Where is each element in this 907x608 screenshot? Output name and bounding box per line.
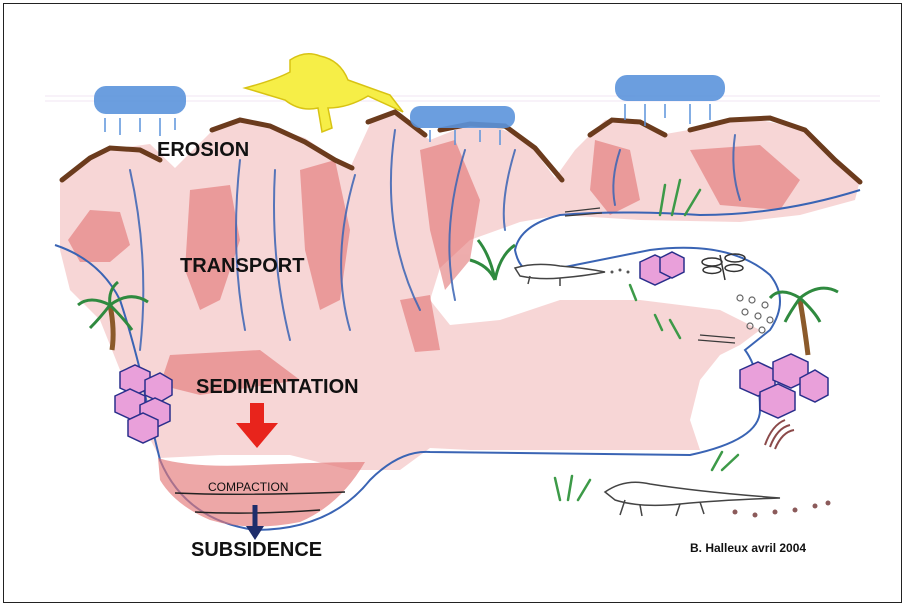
label-subsidence: SUBSIDENCE [191, 540, 322, 560]
dragonfly [702, 254, 745, 280]
reptile-upper [515, 264, 605, 286]
reptile-lower [605, 482, 780, 516]
author-signature: B. Halleux avril 2004 [690, 542, 806, 554]
footprints [733, 501, 831, 518]
label-erosion: EROSION [157, 140, 249, 160]
crystals-right [740, 354, 828, 418]
small-plant-near-transport [470, 240, 515, 280]
label-compaction: COMPACTION [208, 481, 288, 493]
label-sedimentation: SEDIMENTATION [196, 377, 359, 397]
crystals-upper [640, 252, 684, 285]
sediment-dots-upper [611, 269, 630, 274]
reeds [765, 420, 794, 449]
label-transport: TRANSPORT [180, 256, 304, 276]
